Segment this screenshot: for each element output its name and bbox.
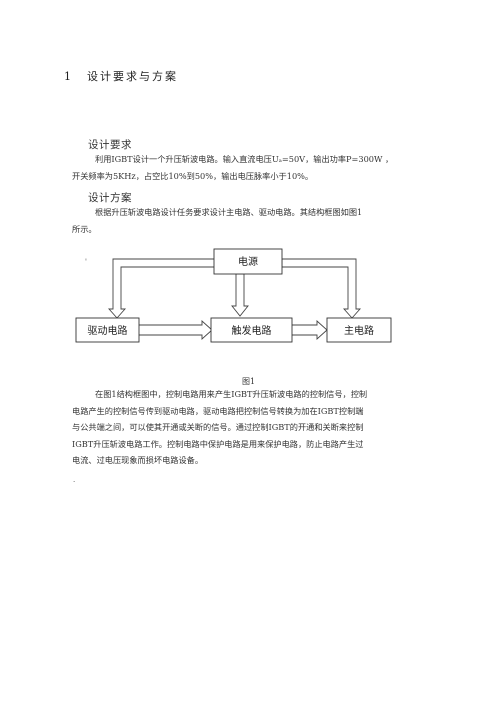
description-line-3: 与公共端之间，可以使其开通或关断的信号。通过控制IGBT的开通和关断来控制 [72,422,364,432]
trigger-box [210,317,293,343]
scheme-line-1: 根据升压斩波电路设计任务要求设计主电路、驱动电路。其结构框图如图1 [95,207,363,217]
main-label: 主电路 [344,324,374,337]
description-line-5: 电流、过电压现象而损坏电路设备。 [72,455,204,465]
description-line-1: 在图1结构框图中，控制电路用来产生IGBT升压斩波电路的控制信号，控制 [95,389,368,399]
arrow-power-to-drive [107,258,218,319]
description-line-2: 电路产生的控制信号传到驱动电路，驱动电路把控制信号转换为加在IGBT控制端 [72,405,364,416]
requirements-title: 设计要求 [88,139,132,151]
arrow-power-to-trigger [231,273,249,317]
requirements-line-2: 开关频率为5KHz，占空比10%到50%，输出电压脉率小于10%。 [72,170,314,181]
trigger-label: 触发电路 [232,324,272,337]
power-label: 电源 [238,255,258,268]
section-title: 设计要求与方案 [87,70,178,83]
description-paragraph: 在图1结构框图中，控制电路用来产生IGBT升压斩波电路的控制信号，控制 电路产生… [72,386,367,469]
stray-mark-b: . [73,476,76,484]
section-heading: 1 设计要求与方案 [64,68,178,84]
main-box [326,317,392,343]
scheme-line-2: 所示。 [72,223,97,234]
stray-mark-a: ' [85,258,87,266]
description-line-4: IGBT升压斩波电路工作。控制电路中保护电路是用来保护电路，防止电路产生过 [72,438,364,449]
scheme-title: 设计方案 [88,192,132,204]
drive-box [75,317,140,343]
requirements-paragraph: 利用IGBT设计一个升压斩波电路。输入直流电压Uₐ=50V，输出功率P=300W… [72,151,393,184]
figure-caption: 图1 [242,377,256,386]
scheme-paragraph: 根据升压斩波电路设计任务要求设计主电路、驱动电路。其结构框图如图1 所示。 [72,204,362,237]
arrow-trigger-to-main [290,319,328,341]
arrow-drive-to-trigger [135,319,213,341]
requirements-line-1: 利用IGBT设计一个升压斩波电路。输入直流电压Uₐ=50V，输出功率P=300W… [95,154,394,164]
power-box [213,248,283,275]
section-number: 1 [64,70,73,83]
arrow-power-to-main [281,258,362,319]
drive-label: 驱动电路 [88,324,128,337]
